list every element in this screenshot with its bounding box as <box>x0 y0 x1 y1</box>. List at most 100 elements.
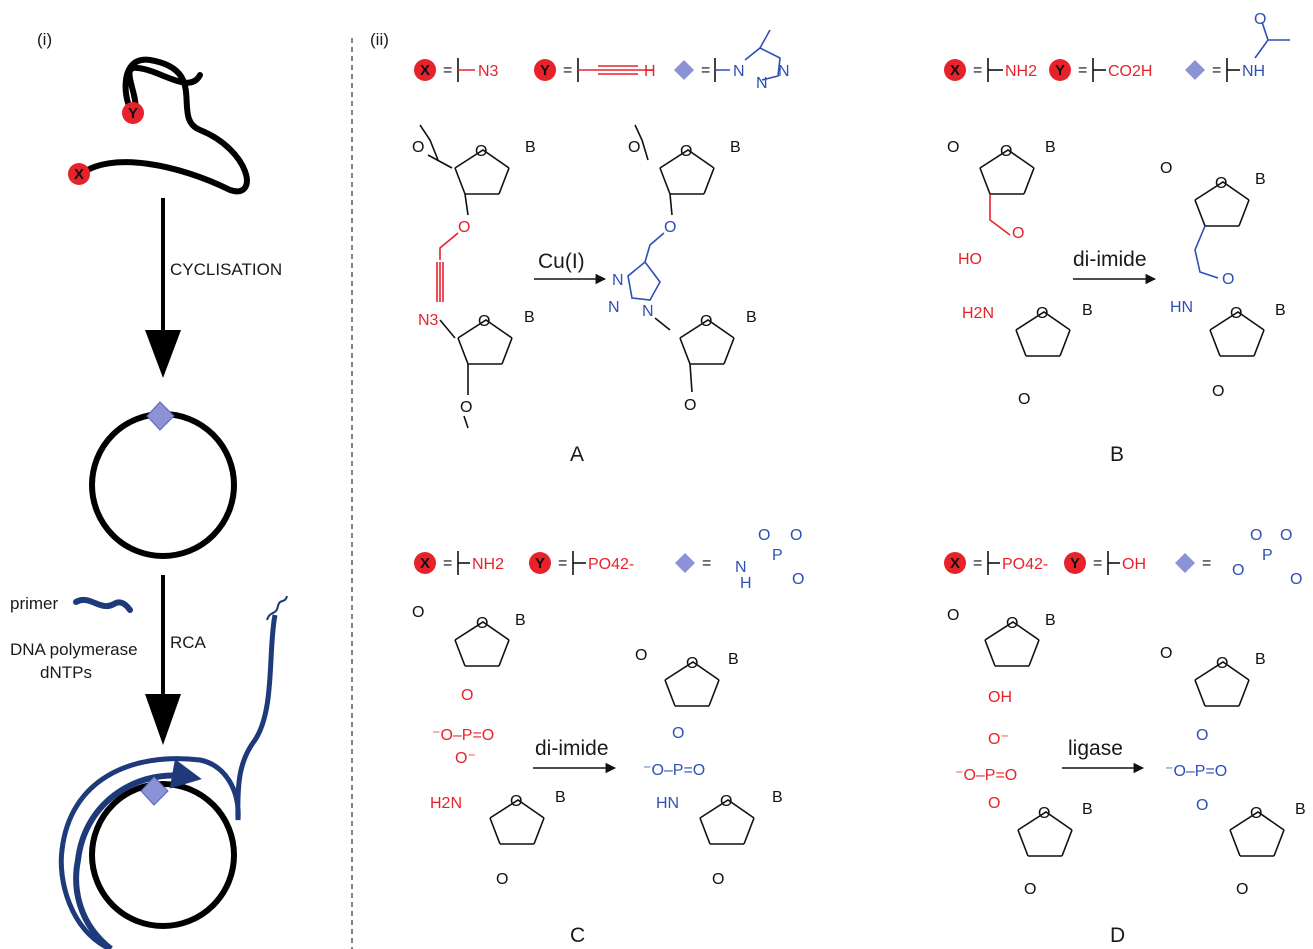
svg-text:O: O <box>476 615 488 632</box>
svg-text:O: O <box>475 143 487 160</box>
svg-text:O: O <box>1196 797 1208 814</box>
polymerase-label: DNA polymerase <box>10 640 138 659</box>
rca-diamond <box>140 776 169 806</box>
svg-text:O: O <box>1216 655 1228 672</box>
svg-text:B: B <box>555 789 566 806</box>
rca-template-circle <box>89 781 237 929</box>
svg-text:⁻O–P=O: ⁻O–P=O <box>643 762 705 779</box>
svg-text:O: O <box>684 397 696 414</box>
dntps-label: dNTPs <box>40 663 92 682</box>
svg-text:=: = <box>973 555 982 572</box>
equals: = <box>563 62 572 79</box>
carboxyl-group: CO2H <box>1108 63 1152 80</box>
hydroxyl-group-d: OH <box>1122 556 1146 573</box>
svg-text:N3: N3 <box>418 312 439 329</box>
svg-text:=: = <box>443 555 452 572</box>
primer-label: primer <box>10 594 59 613</box>
svg-text:HO: HO <box>958 251 982 268</box>
svg-text:=: = <box>1093 555 1102 572</box>
scheme-d-label: D <box>1110 924 1125 947</box>
rca-arrow-head <box>145 694 181 745</box>
reagent-d: ligase <box>1068 737 1123 760</box>
svg-text:OH: OH <box>988 689 1012 706</box>
y-marker-label: Y <box>128 105 138 122</box>
amine-group-c: NH2 <box>472 556 504 573</box>
svg-text:O: O <box>712 871 724 888</box>
scheme-c: X = NH2 Y = PO42- = N H P O O O O O B O … <box>412 527 804 947</box>
linear-strand <box>77 56 250 195</box>
svg-text:O: O <box>1236 881 1248 898</box>
svg-text:O: O <box>412 604 424 621</box>
svg-text:Y: Y <box>1070 555 1080 572</box>
svg-text:O: O <box>1215 175 1227 192</box>
svg-text:O: O <box>478 313 490 330</box>
svg-text:B: B <box>525 139 536 156</box>
svg-text:B: B <box>772 789 783 806</box>
svg-text:⁻O–P=O: ⁻O–P=O <box>432 727 494 744</box>
scheme-d: X = PO42- Y = OH = O P O O O O O B OH O⁻… <box>944 527 1306 947</box>
svg-text:B: B <box>1082 801 1093 818</box>
legend-y-text: Y <box>540 62 550 79</box>
svg-text:B: B <box>1255 651 1266 668</box>
reagent-b: di-imide <box>1073 248 1147 271</box>
azide-group: N3 <box>478 63 499 80</box>
reagent-c: di-imide <box>535 737 609 760</box>
svg-text:=: = <box>973 62 982 79</box>
svg-text:O: O <box>1254 11 1266 28</box>
svg-text:O: O <box>1230 305 1242 322</box>
primer-strand <box>73 597 133 613</box>
svg-text:B: B <box>524 309 535 326</box>
equals: = <box>443 62 452 79</box>
legend-x-text: X <box>420 62 430 79</box>
svg-text:B: B <box>1082 302 1093 319</box>
svg-text:=: = <box>1202 555 1211 572</box>
legend-x-marker <box>414 59 436 81</box>
rca-label: RCA <box>170 633 207 652</box>
svg-text:Y: Y <box>1055 62 1065 79</box>
cyclisation-arrow-head <box>145 330 181 378</box>
svg-text:O: O <box>460 399 472 416</box>
svg-text:O: O <box>1012 225 1024 242</box>
legend-diamond <box>674 60 694 80</box>
svg-text:O: O <box>1232 562 1244 579</box>
svg-text:O: O <box>680 143 692 160</box>
svg-text:O: O <box>412 139 424 156</box>
svg-text:B: B <box>728 651 739 668</box>
svg-text:HN: HN <box>1170 299 1193 316</box>
svg-text:O: O <box>1212 383 1224 400</box>
svg-text:O: O <box>1160 645 1172 662</box>
svg-text:X: X <box>950 555 960 572</box>
legend-y-marker <box>534 59 556 81</box>
svg-text:O: O <box>1006 615 1018 632</box>
svg-text:O⁻: O⁻ <box>455 750 476 767</box>
svg-text:O: O <box>1222 271 1234 288</box>
svg-text:O: O <box>1000 143 1012 160</box>
svg-text:O: O <box>1024 881 1036 898</box>
svg-text:N: N <box>735 559 747 576</box>
svg-text:O: O <box>496 871 508 888</box>
svg-text:P: P <box>1262 547 1273 564</box>
svg-text:⁻O–P=O: ⁻O–P=O <box>1165 763 1227 780</box>
panel-ii-label: (ii) <box>370 30 389 49</box>
svg-text:N: N <box>778 63 790 80</box>
svg-text:O: O <box>792 571 804 588</box>
svg-text:O: O <box>1250 527 1262 544</box>
triazole-bonds <box>715 29 781 81</box>
circular-template <box>89 411 237 559</box>
reagent-a: Cu(I) <box>538 250 585 273</box>
svg-text:O: O <box>1280 527 1292 544</box>
svg-text:O⁻: O⁻ <box>988 731 1009 748</box>
svg-text:O: O <box>1290 571 1302 588</box>
svg-text:B: B <box>1255 171 1266 188</box>
x-marker-label: X <box>74 166 84 183</box>
svg-text:O: O <box>510 793 522 810</box>
svg-text:=: = <box>558 555 567 572</box>
svg-text:N: N <box>733 63 745 80</box>
alkyne-bonds <box>578 65 654 75</box>
rca-product-strand <box>58 614 278 949</box>
svg-text:HN: HN <box>656 795 679 812</box>
panel-i-label: (i) <box>37 30 52 49</box>
amide-nh: NH <box>1242 63 1265 80</box>
